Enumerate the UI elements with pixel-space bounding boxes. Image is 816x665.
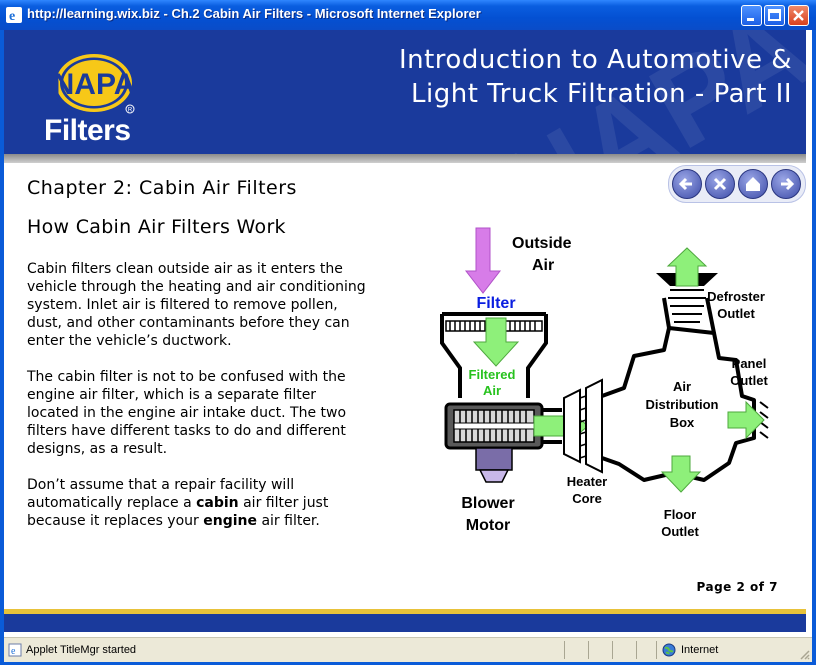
- paragraph-3-part-d: air filter.: [257, 513, 320, 529]
- minimize-button[interactable]: [741, 5, 762, 26]
- status-separator: [636, 641, 637, 659]
- label-filter: Filter: [476, 295, 515, 312]
- label-floor-outlet: Outlet: [661, 524, 699, 539]
- svg-text:e: e: [11, 646, 16, 657]
- arrow-right-icon: [781, 177, 795, 191]
- status-separator: [656, 641, 657, 659]
- ie-icon: e: [6, 7, 22, 23]
- maximize-button[interactable]: [764, 5, 785, 26]
- label-box: Box: [670, 415, 695, 430]
- back-button[interactable]: [672, 169, 702, 199]
- label-floor: Floor: [664, 507, 697, 522]
- lesson-body: Cabin filters clean outside air as it en…: [27, 260, 367, 548]
- security-zone: Internet: [681, 644, 719, 656]
- emphasis-engine: engine: [203, 513, 257, 529]
- label-air-dist: Air: [673, 379, 691, 394]
- home-icon: [746, 177, 760, 191]
- course-title-line1: Introduction to Automotive &: [398, 45, 792, 75]
- heater-core: [563, 378, 603, 474]
- hvac-airflow-diagram: Outside Air Filter Filtered Air Blower M…: [440, 227, 769, 539]
- label-distribution: Distribution: [646, 397, 719, 412]
- label-motor: Motor: [466, 517, 510, 534]
- status-separator: [564, 641, 565, 659]
- arrow-left-icon: [678, 177, 692, 191]
- course-title: Introduction to Automotive & Light Truck…: [292, 43, 792, 111]
- status-bar: e Applet TitleMgr started Internet: [4, 637, 812, 662]
- brand-filters: Filters: [44, 114, 131, 147]
- filtered-air-arrow: [472, 317, 520, 367]
- napa-logo: NAPA R: [53, 54, 136, 114]
- label-outside-air: Air: [532, 257, 554, 274]
- paragraph-1: Cabin filters clean outside air as it en…: [27, 261, 366, 349]
- defroster-bellows: [668, 289, 706, 323]
- label-filtered: Filtered: [469, 367, 516, 382]
- course-header: NAPA NAPA R Filters Introduction to Auto…: [4, 30, 806, 154]
- maximize-icon: [768, 9, 781, 21]
- section-title: How Cabin Air Filters Work: [27, 216, 286, 238]
- title-bar[interactable]: e http://learning.wix.biz - Ch.2 Cabin A…: [0, 0, 816, 30]
- page-indicator: Page 2 of 7: [696, 580, 778, 594]
- label-defroster-outlet: Outlet: [717, 306, 755, 321]
- paragraph-3-part-a: Don’t assume that a repair facility will…: [27, 477, 295, 511]
- defroster-duct: [662, 297, 716, 334]
- minimize-icon: [747, 18, 754, 21]
- svg-text:e: e: [9, 9, 15, 23]
- status-separator: [588, 641, 589, 659]
- header-rule: [4, 154, 806, 163]
- label-blower: Blower: [461, 495, 514, 512]
- label-heater: Heater: [567, 474, 607, 489]
- footer-gold-rule: [4, 609, 806, 614]
- window-title: http://learning.wix.biz - Ch.2 Cabin Air…: [27, 6, 481, 21]
- lesson-content: Chapter 2: Cabin Air Filters How Cabin A…: [4, 163, 806, 611]
- chapter-title: Chapter 2: Cabin Air Filters: [27, 177, 297, 199]
- paragraph-3-part-c: air filter just because it replaces your: [27, 495, 329, 529]
- next-button[interactable]: [771, 169, 801, 199]
- status-separator: [612, 641, 613, 659]
- resize-grip-icon[interactable]: [798, 648, 810, 660]
- page-icon: e: [8, 643, 22, 657]
- status-text: Applet TitleMgr started: [26, 644, 137, 656]
- close-x-icon: [713, 177, 727, 191]
- paragraph-2: The cabin filter is not to be confused w…: [27, 369, 347, 457]
- svg-text:R: R: [128, 108, 133, 114]
- close-icon: [793, 10, 804, 21]
- defroster-arrow: [666, 247, 708, 287]
- panel-arrow: [727, 400, 765, 440]
- label-defroster: Defroster: [707, 289, 765, 304]
- logo-text: NAPA: [53, 68, 136, 101]
- globe-icon: [662, 643, 676, 657]
- outside-air-arrow: [464, 227, 502, 294]
- blower-duct: [542, 408, 562, 444]
- label-core: Core: [572, 491, 602, 506]
- panel-louvers: [759, 401, 769, 439]
- close-button[interactable]: [788, 5, 809, 26]
- label-panel-outlet: Outlet: [730, 373, 768, 388]
- blower-motor-shape: [475, 447, 513, 483]
- floor-arrow: [660, 455, 702, 493]
- lesson-nav: [668, 165, 806, 203]
- home-button[interactable]: [738, 169, 768, 199]
- paragraph-3: Don’t assume that a repair facility will…: [27, 476, 367, 530]
- blower-wheel: [444, 402, 544, 450]
- footer-bar: [4, 614, 806, 632]
- emphasis-cabin: cabin: [196, 495, 239, 511]
- label-outside: Outside: [512, 235, 572, 252]
- exit-button[interactable]: [705, 169, 735, 199]
- label-filtered-air: Air: [483, 383, 501, 398]
- filter-housing: [440, 312, 548, 398]
- course-title-line2: Light Truck Filtration - Part II: [411, 79, 792, 109]
- label-panel: Panel: [732, 356, 767, 371]
